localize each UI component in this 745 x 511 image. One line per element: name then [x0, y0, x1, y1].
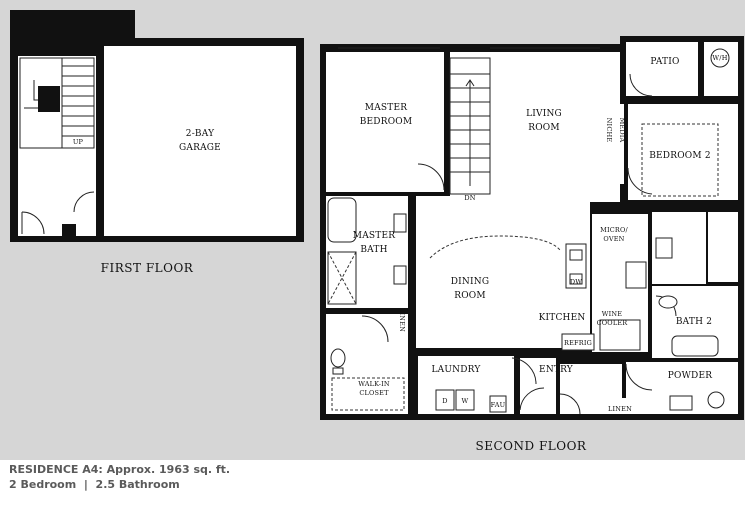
laundry-door-swing: [511, 357, 537, 385]
garage-label-line1: 2-BAY: [186, 129, 215, 139]
living-room-label-line1: LIVING: [526, 109, 562, 119]
first-floor-column: [62, 224, 76, 236]
laundry-label: LAUNDRY: [432, 365, 482, 375]
stair-dn-label: DN: [464, 194, 475, 202]
dw-label: DW: [570, 278, 582, 286]
residence-bed-bath: 2 Bedroom | 2.5 Bathroom: [9, 478, 180, 491]
first-floor-plan: UP 2-BAY GARAGE FIRST FLOOR: [10, 10, 304, 275]
living-room-label-line2: ROOM: [528, 123, 560, 133]
kitchen-sink: [569, 249, 583, 261]
master-bedroom-room: [326, 52, 444, 192]
patio-room: [626, 42, 698, 96]
dining-ceiling-outline: [429, 235, 561, 259]
master-bedroom-label-line1: MASTER: [365, 103, 407, 113]
dining-label-line1: DINING: [451, 277, 489, 287]
dryer: [435, 389, 455, 411]
wine-cooler-label-line2: COOLER: [597, 319, 629, 327]
laundry-washer-label: W: [462, 397, 469, 405]
patio-label: PATIO: [650, 57, 679, 67]
master-toilet: [330, 348, 346, 368]
residence-caption: RESIDENCE A4: Approx. 1963 sq. ft. 2 Bed…: [9, 462, 230, 492]
entry-door-swing: [559, 393, 581, 415]
first-floor-stairs: [19, 57, 95, 149]
linen-bottom-label: LINEN: [608, 405, 632, 413]
first-floor-door-swing: [21, 211, 45, 235]
master-sink-1: [393, 213, 407, 233]
master-sink-2: [393, 265, 407, 285]
powder-door-swing: [625, 363, 653, 391]
refrig-label: REFRIG: [564, 339, 592, 347]
walkin-closet-outline: [331, 377, 405, 411]
linen-closet-bottom: [600, 398, 640, 414]
media-label: MEDIA: [618, 118, 626, 143]
micro-oven-label-line1: MICRO/: [600, 226, 628, 234]
fau-closet: [489, 395, 507, 413]
walkin-door-swing: [361, 315, 389, 343]
cooktop: [625, 261, 647, 289]
micro-oven-label-line2: OVEN: [603, 235, 624, 243]
powder-label: POWDER: [668, 371, 712, 381]
garage-door-swing: [73, 191, 95, 213]
bath2-tub: [671, 335, 719, 357]
bedroom2-label: BEDROOM 2: [649, 151, 711, 161]
second-floor-stair-treads: [450, 73, 490, 186]
residence-name-area: RESIDENCE A4: Approx. 1963 sq. ft.: [9, 463, 231, 476]
first-floor-stair-core: [38, 86, 60, 112]
wh-label: W/H: [712, 54, 727, 62]
bedroom2-ceiling-outline: [641, 123, 719, 197]
media-niche-area: [598, 104, 624, 184]
entry-room: [520, 358, 556, 414]
master-toilet-tank: [332, 367, 344, 375]
floor-plan-area: UP 2-BAY GARAGE FIRST FLOOR: [0, 0, 745, 460]
bath2-closet: [708, 212, 738, 282]
second-floor-title: SECOND FLOOR: [476, 439, 587, 453]
master-bathtub: [327, 197, 357, 243]
bath2-sink: [655, 237, 673, 259]
niche-label: NICHE: [605, 118, 613, 143]
washer: [455, 389, 475, 411]
entry-label: ENTRY: [539, 365, 574, 375]
garage-label-line2: GARAGE: [179, 143, 221, 153]
refrigerator: [561, 333, 595, 351]
fau-label: FAU: [491, 401, 506, 409]
garage-room: [104, 46, 296, 236]
first-floor-wall-stub: [96, 182, 104, 194]
walkin-label-line2: CLOSET: [359, 389, 389, 397]
bedroom2-room: [628, 104, 738, 200]
walkin-label-line1: WALK-IN: [358, 380, 390, 388]
master-bedroom-label-line2: BEDROOM: [360, 117, 413, 127]
patio-door-swing: [629, 73, 653, 97]
kitchen-label: KITCHEN: [539, 313, 586, 323]
floor-plan-drawing: UP 2-BAY GARAGE FIRST FLOOR: [10, 10, 744, 453]
wine-cooler-label-line1: WINE: [602, 310, 623, 318]
master-bedroom-door-swing: [417, 163, 445, 191]
bath2-toilet: [658, 295, 678, 309]
master-bath-label-line1: MASTER: [353, 231, 395, 241]
first-floor-stair-up-label: UP: [73, 138, 84, 146]
laundry-dryer-label: D: [442, 397, 447, 405]
master-bath-label-line2: BATH: [360, 245, 387, 255]
front-door-swing: [519, 387, 545, 411]
dining-kitchen-room: [416, 196, 590, 348]
bedroom2-door-swing: [627, 167, 653, 195]
linen-vertical-label: LINEN: [398, 308, 406, 332]
powder-toilet: [707, 391, 725, 409]
master-shower: [327, 251, 357, 305]
dining-label-line2: ROOM: [454, 291, 486, 301]
powder-sink: [669, 395, 693, 411]
water-heater: [710, 48, 730, 68]
bath2-label: BATH 2: [676, 317, 712, 327]
first-floor-title: FIRST FLOOR: [101, 261, 194, 275]
kitchen-counter-corner: [599, 319, 641, 351]
dishwasher: [569, 273, 583, 285]
second-floor-plan: MASTER BEDROOM LIVING ROOM PATIO W/H MED…: [320, 36, 744, 453]
